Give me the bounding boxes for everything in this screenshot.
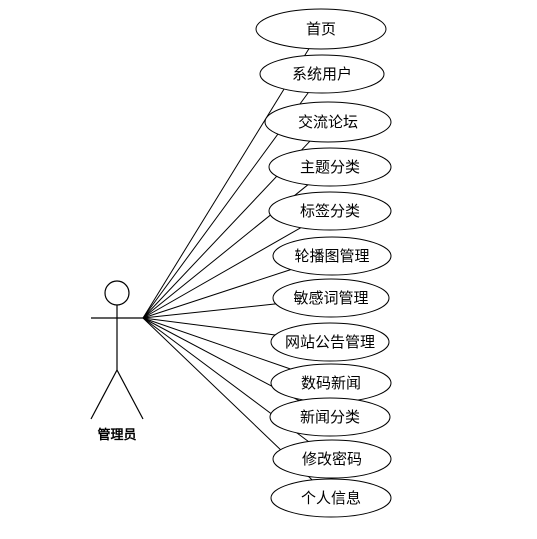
use-case-label: 网站公告管理 (285, 333, 375, 351)
use-case-profile: 个人信息 (270, 478, 392, 518)
use-case-label: 主题分类 (300, 158, 360, 176)
use-case-ellipse (268, 191, 392, 231)
use-case-label: 交流论坛 (298, 113, 358, 131)
use-case-ellipse (272, 278, 390, 318)
use-case-label: 系统用户 (292, 65, 352, 83)
use-case-ellipse (255, 8, 387, 50)
actor-label: 管理员 (97, 427, 136, 443)
use-case-label: 修改密码 (302, 450, 362, 468)
use-case-carousel: 轮播图管理 (272, 236, 392, 276)
use-case-label: 首页 (306, 20, 336, 38)
association-line-tag-category (142, 227, 302, 319)
use-case-home: 首页 (255, 8, 387, 50)
use-case-site-notice: 网站公告管理 (270, 322, 390, 362)
use-case-label: 个人信息 (301, 489, 361, 507)
association-line-home (142, 48, 310, 319)
use-cases: 首页系统用户交流论坛主题分类标签分类轮播图管理敏感词管理网站公告管理数码新闻新闻… (255, 8, 392, 518)
use-case-ellipse (272, 439, 392, 479)
use-case-news-category: 新闻分类 (269, 397, 391, 437)
use-case-ellipse (270, 478, 392, 518)
association-line-carousel (142, 269, 291, 319)
actor-right-leg (116, 369, 144, 420)
use-case-digital-news: 数码新闻 (270, 363, 392, 403)
association-line-site-notice (142, 317, 276, 336)
use-case-label: 轮播图管理 (294, 247, 369, 265)
association-line-digital-news (142, 317, 291, 370)
use-case-label: 敏感词管理 (293, 289, 368, 307)
use-case-ellipse (259, 54, 385, 94)
association-line-sensitive-words (142, 303, 276, 319)
use-case-ellipse (269, 397, 391, 437)
use-case-label: 新闻分类 (300, 408, 360, 426)
use-case-label: 标签分类 (300, 202, 360, 220)
use-case-ellipse (270, 322, 390, 362)
actor-figure: 管理员 (90, 280, 144, 443)
actor-head (104, 280, 130, 306)
use-case-ellipse (272, 236, 392, 276)
use-case-tag-category: 标签分类 (268, 191, 392, 231)
use-case-system-users: 系统用户 (259, 54, 385, 94)
use-case-forum: 交流论坛 (264, 101, 392, 143)
use-case-ellipse (268, 147, 392, 187)
actor-left-leg (90, 369, 118, 420)
use-case-sensitive-words: 敏感词管理 (272, 278, 390, 318)
use-case-ellipse (264, 101, 392, 143)
use-case-change-password: 修改密码 (272, 439, 392, 479)
use-case-topic-category: 主题分类 (268, 147, 392, 187)
use-case-label: 数码新闻 (301, 374, 361, 392)
